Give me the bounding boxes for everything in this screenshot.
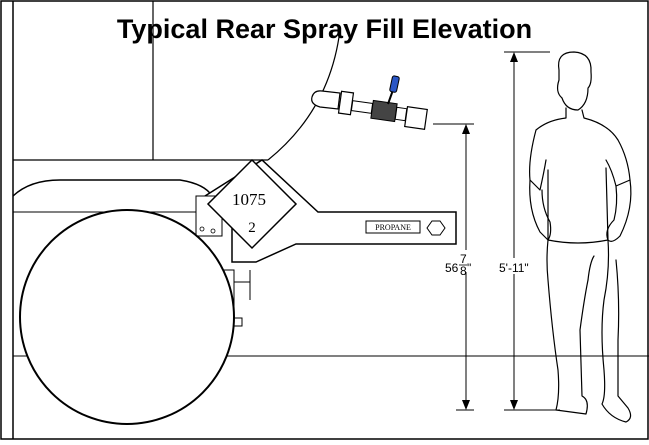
spray-fill-valve (311, 75, 428, 130)
valve-body (370, 99, 398, 123)
bracket-bolt-icon (199, 226, 205, 232)
fill-height-numerator: 7 (460, 252, 467, 266)
fill-height-arrow-bottom (462, 400, 470, 410)
person-left-leg (546, 169, 589, 415)
fill-height-whole: 56 (445, 261, 459, 275)
valve-stem (387, 89, 394, 105)
fill-height-denominator: 8 (460, 264, 467, 278)
valve-pipe (350, 100, 374, 114)
person-right-leg (601, 167, 632, 423)
person-left-shoulder (529, 107, 567, 191)
un-placard-diamond (206, 158, 298, 250)
placard-class: 2 (248, 220, 256, 236)
fender-top (12, 179, 213, 197)
person-waist (547, 239, 609, 244)
propane-label: PROPANE (375, 223, 411, 232)
dimension-text-backer (496, 258, 536, 274)
valve-nut (394, 106, 408, 122)
valve-fitting (337, 90, 355, 116)
dimension-text-backer (444, 250, 484, 272)
valve-cap (311, 90, 341, 110)
person-crotch (587, 255, 595, 281)
placard-number: 1075 (232, 190, 266, 209)
valve-coupling (404, 106, 428, 130)
person-right-shoulder (581, 109, 631, 187)
person-figure (529, 51, 632, 423)
person-right-arm (606, 179, 632, 242)
bracket-bolt-icon (210, 228, 216, 234)
hex-light-icon (426, 220, 446, 236)
person-height-label: 5'-11" (499, 261, 529, 275)
fill-height-arrow-top (462, 124, 470, 134)
person-head (556, 51, 592, 111)
propane-label-box (365, 220, 421, 234)
fill-height-unit: " (467, 261, 471, 275)
person-height-arrow-bottom (510, 400, 518, 410)
rear-wheel (19, 209, 235, 425)
person-left-arm (529, 179, 552, 241)
person-height-arrow-top (510, 52, 518, 62)
valve-handle (389, 75, 400, 93)
page-title: Typical Rear Spray Fill Elevation (116, 14, 533, 44)
